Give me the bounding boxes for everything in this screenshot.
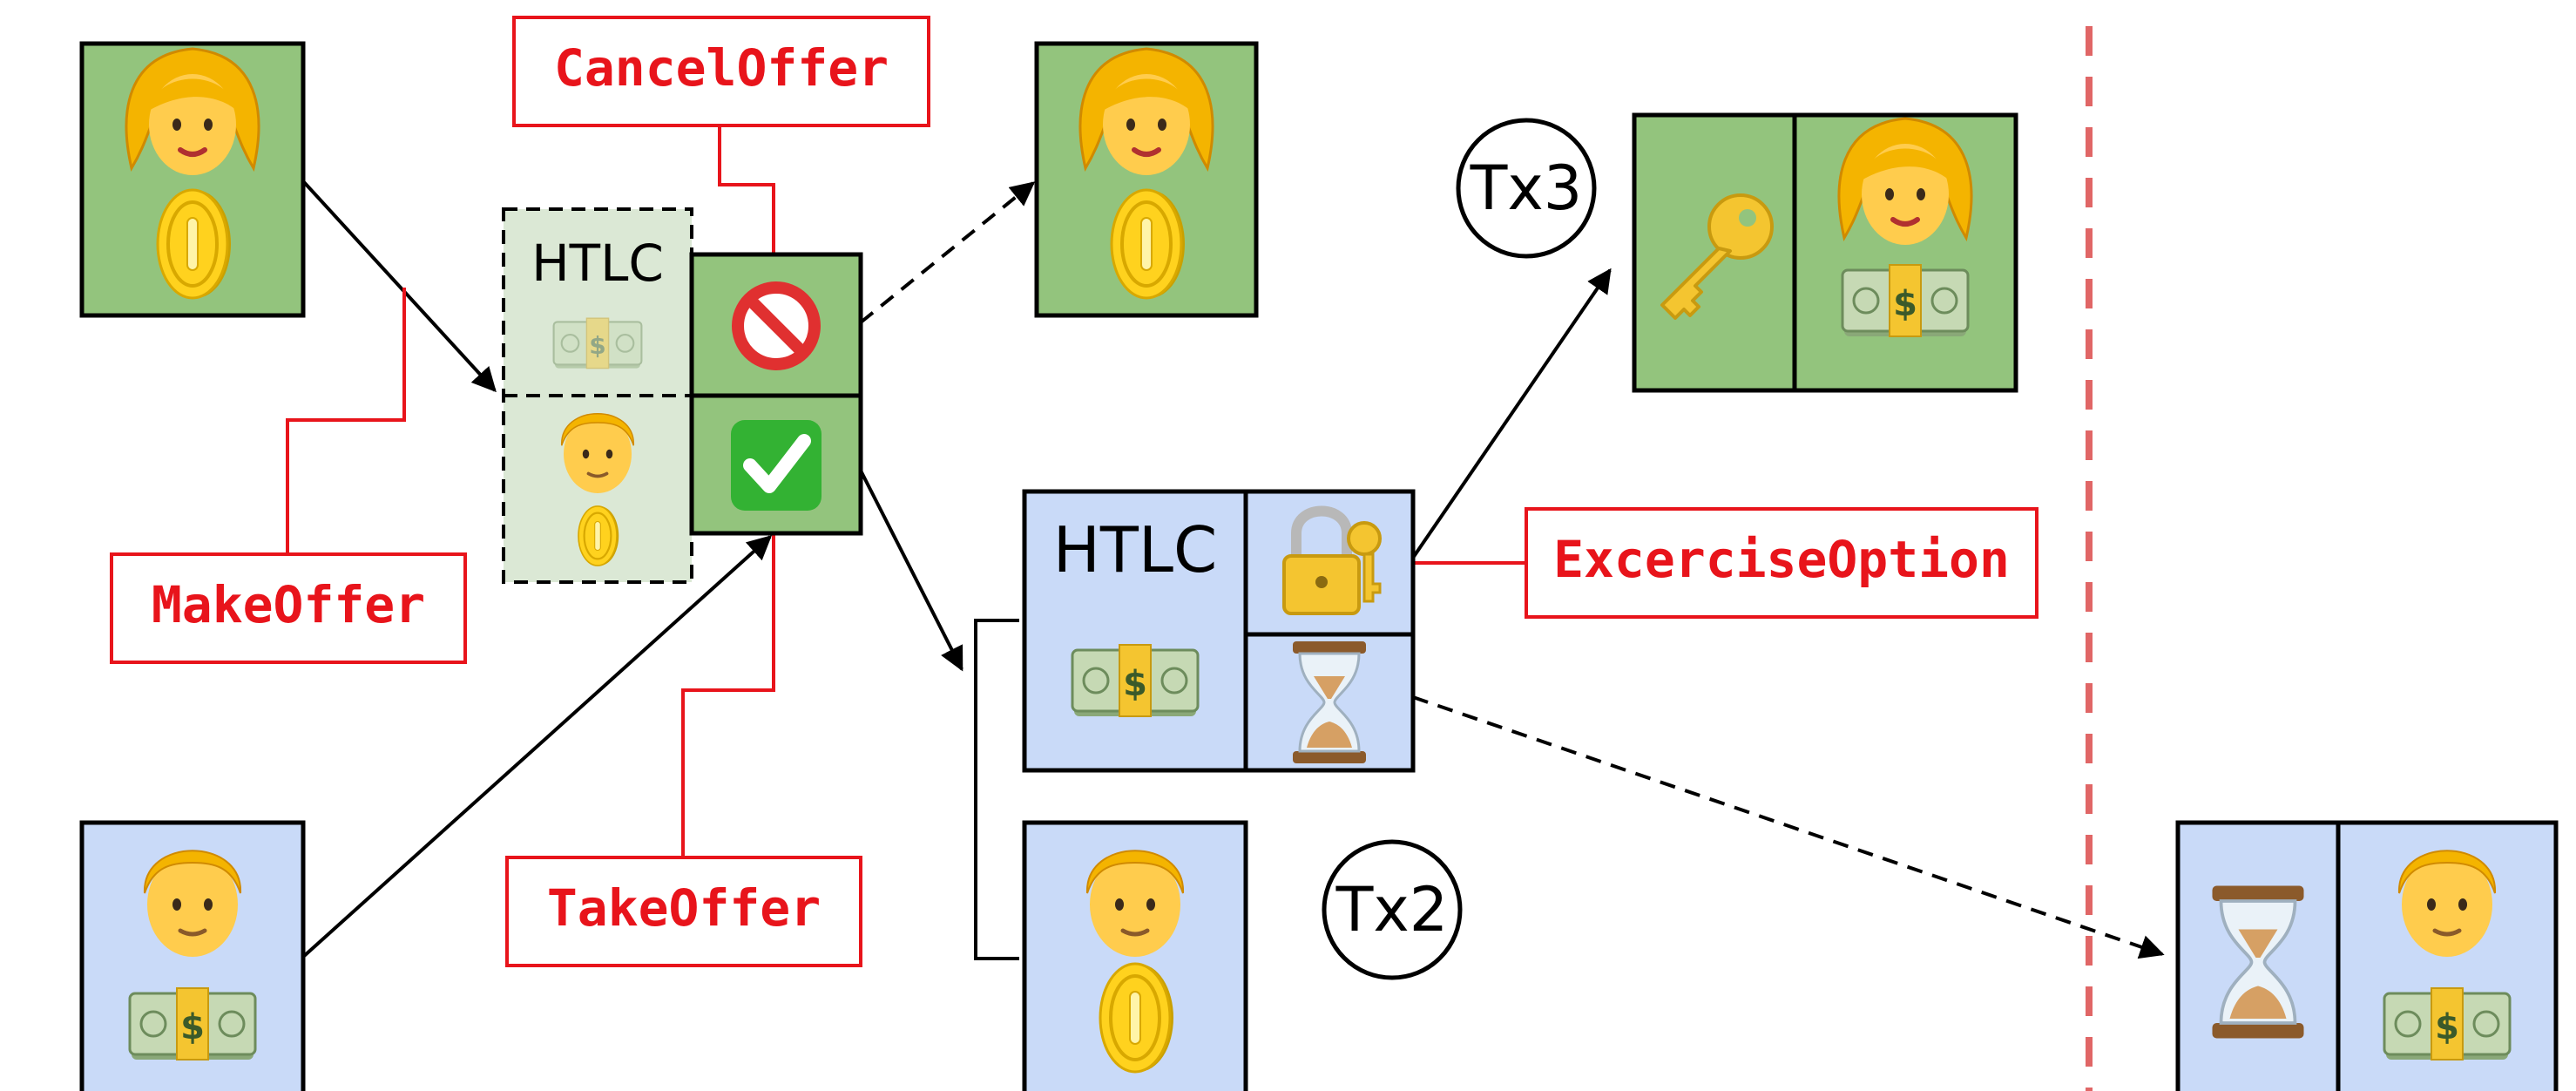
htlc-option: HTLC xyxy=(1022,489,1416,773)
coin-icon xyxy=(1110,188,1187,300)
coin-icon xyxy=(1099,962,1175,1074)
htlc-option-title: HTLC xyxy=(1053,513,1218,586)
coin-icon xyxy=(156,188,233,300)
cancel-offer-text: CancelOffer xyxy=(554,38,889,98)
arrow-alice-to-htlc-offer xyxy=(301,180,497,393)
tx2-badge: Tx2 xyxy=(1322,839,1463,980)
bob-coin-utxo xyxy=(1022,820,1248,1091)
htlc-offer-title: HTLC xyxy=(531,234,664,293)
take-offer-text: TakeOffer xyxy=(547,878,821,938)
money-icon xyxy=(128,986,257,1061)
arrow-cancel-to-alice xyxy=(859,181,1036,324)
htlc-offer: HTLC xyxy=(502,207,693,584)
money-icon xyxy=(552,317,643,369)
arrow-timeout-to-bob xyxy=(1412,695,2165,959)
tx3-text: Tx3 xyxy=(1470,152,1583,224)
money-icon xyxy=(1071,643,1200,718)
check-icon xyxy=(731,420,821,511)
take-offer-connector xyxy=(681,533,775,857)
alice-input-utxo xyxy=(79,41,306,318)
alice-exercise-utxo xyxy=(1632,112,2018,393)
cancel-offer-connector xyxy=(718,126,775,254)
cancel-action xyxy=(689,252,863,398)
arrow-exercise-to-tx3 xyxy=(1411,268,1612,559)
exercise-option-label: ExcerciseOption xyxy=(1525,507,2038,619)
make-offer-text: MakeOffer xyxy=(152,575,425,634)
make-offer-label: MakeOffer xyxy=(110,552,467,664)
money-icon xyxy=(2383,986,2512,1061)
make-offer-connector xyxy=(286,288,406,554)
tx2-text: Tx2 xyxy=(1335,874,1449,945)
accept-action xyxy=(689,393,863,536)
arrow-accept-to-tx2 xyxy=(859,470,963,672)
take-offer-label: TakeOffer xyxy=(505,856,862,967)
money-icon xyxy=(1841,263,1970,338)
tx2-bracket xyxy=(974,619,1019,960)
arrow-bob-to-accept xyxy=(301,535,773,959)
bob-timeout-utxo xyxy=(2175,820,2559,1091)
bob-input-utxo xyxy=(79,820,306,1091)
prohibited-icon xyxy=(738,288,815,364)
cancel-offer-label: CancelOffer xyxy=(512,16,930,127)
coin-icon xyxy=(577,505,620,567)
tx3-badge: Tx3 xyxy=(1456,118,1597,259)
alice-refund-utxo xyxy=(1034,41,1259,318)
exercise-option-text: ExcerciseOption xyxy=(1553,530,2010,589)
